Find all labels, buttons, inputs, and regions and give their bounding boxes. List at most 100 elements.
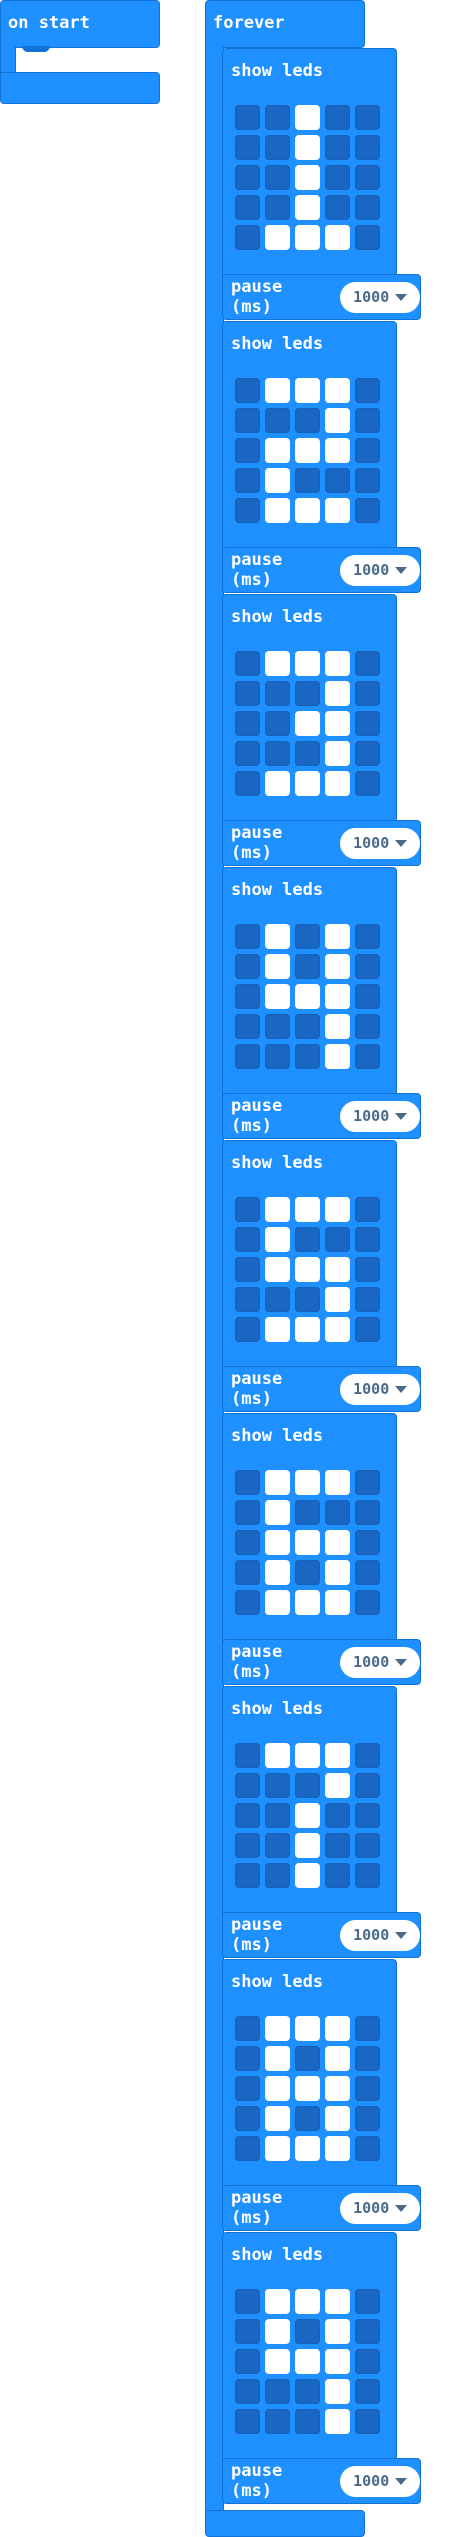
- led-cell[interactable]: [325, 378, 350, 403]
- led-cell[interactable]: [295, 378, 320, 403]
- led-cell[interactable]: [265, 1743, 290, 1768]
- led-cell[interactable]: [325, 741, 350, 766]
- led-cell[interactable]: [235, 1590, 260, 1615]
- led-cell[interactable]: [355, 1317, 380, 1342]
- led-cell[interactable]: [235, 1227, 260, 1252]
- led-cell[interactable]: [235, 1530, 260, 1555]
- show-leds-block[interactable]: show leds: [222, 594, 397, 827]
- led-cell[interactable]: [355, 165, 380, 190]
- led-cell[interactable]: [235, 1287, 260, 1312]
- led-cell[interactable]: [265, 1500, 290, 1525]
- led-cell[interactable]: [235, 1470, 260, 1495]
- led-cell[interactable]: [265, 1044, 290, 1069]
- led-cell[interactable]: [295, 2379, 320, 2404]
- led-cell[interactable]: [325, 165, 350, 190]
- led-cell[interactable]: [295, 2046, 320, 2071]
- led-cell[interactable]: [325, 2409, 350, 2434]
- led-cell[interactable]: [295, 1470, 320, 1495]
- led-cell[interactable]: [265, 1833, 290, 1858]
- led-cell[interactable]: [355, 498, 380, 523]
- led-cell[interactable]: [265, 2379, 290, 2404]
- led-cell[interactable]: [265, 1227, 290, 1252]
- led-cell[interactable]: [265, 135, 290, 160]
- led-cell[interactable]: [355, 741, 380, 766]
- led-cell[interactable]: [235, 651, 260, 676]
- pause-block[interactable]: pause (ms)1000: [222, 820, 421, 866]
- led-cell[interactable]: [295, 225, 320, 250]
- led-cell[interactable]: [325, 1500, 350, 1525]
- led-cell[interactable]: [355, 1197, 380, 1222]
- led-cell[interactable]: [295, 1863, 320, 1888]
- pause-block[interactable]: pause (ms)1000: [222, 1093, 421, 1139]
- show-leds-block[interactable]: show leds: [222, 48, 397, 281]
- led-cell[interactable]: [355, 681, 380, 706]
- show-leds-block[interactable]: show leds: [222, 1140, 397, 1373]
- pause-value-dropdown[interactable]: 1000: [340, 1919, 420, 1951]
- led-cell[interactable]: [295, 1560, 320, 1585]
- led-cell[interactable]: [355, 1044, 380, 1069]
- led-cell[interactable]: [235, 195, 260, 220]
- led-cell[interactable]: [265, 984, 290, 1009]
- pause-block[interactable]: pause (ms)1000: [222, 1366, 421, 1412]
- pause-block[interactable]: pause (ms)1000: [222, 547, 421, 593]
- led-cell[interactable]: [295, 1500, 320, 1525]
- led-cell[interactable]: [265, 2349, 290, 2374]
- led-cell[interactable]: [355, 135, 380, 160]
- led-cell[interactable]: [325, 1743, 350, 1768]
- led-cell[interactable]: [325, 681, 350, 706]
- led-cell[interactable]: [355, 984, 380, 1009]
- led-cell[interactable]: [235, 2409, 260, 2434]
- led-cell[interactable]: [265, 2409, 290, 2434]
- led-cell[interactable]: [325, 984, 350, 1009]
- led-cell[interactable]: [295, 2349, 320, 2374]
- led-cell[interactable]: [295, 195, 320, 220]
- show-leds-block[interactable]: show leds: [222, 1413, 397, 1646]
- led-cell[interactable]: [295, 651, 320, 676]
- led-cell[interactable]: [265, 378, 290, 403]
- led-cell[interactable]: [325, 225, 350, 250]
- led-cell[interactable]: [235, 498, 260, 523]
- led-cell[interactable]: [265, 1773, 290, 1798]
- show-leds-block[interactable]: show leds: [222, 2232, 397, 2465]
- led-cell[interactable]: [295, 1773, 320, 1798]
- led-cell[interactable]: [295, 1197, 320, 1222]
- led-cell[interactable]: [355, 2046, 380, 2071]
- led-cell[interactable]: [265, 1287, 290, 1312]
- led-cell[interactable]: [325, 651, 350, 676]
- led-cell[interactable]: [355, 954, 380, 979]
- led-cell[interactable]: [355, 1803, 380, 1828]
- led-cell[interactable]: [295, 2409, 320, 2434]
- led-cell[interactable]: [325, 2379, 350, 2404]
- led-cell[interactable]: [325, 2136, 350, 2161]
- led-cell[interactable]: [235, 408, 260, 433]
- led-cell[interactable]: [265, 2016, 290, 2041]
- led-cell[interactable]: [235, 2379, 260, 2404]
- led-cell[interactable]: [355, 378, 380, 403]
- led-cell[interactable]: [235, 954, 260, 979]
- led-cell[interactable]: [235, 1803, 260, 1828]
- led-cell[interactable]: [265, 924, 290, 949]
- led-cell[interactable]: [355, 468, 380, 493]
- show-leds-block[interactable]: show leds: [222, 321, 397, 554]
- led-cell[interactable]: [295, 498, 320, 523]
- led-cell[interactable]: [265, 195, 290, 220]
- led-cell[interactable]: [265, 1197, 290, 1222]
- led-cell[interactable]: [325, 1863, 350, 1888]
- show-leds-block[interactable]: show leds: [222, 867, 397, 1100]
- led-cell[interactable]: [295, 438, 320, 463]
- led-cell[interactable]: [325, 1287, 350, 1312]
- led-cell[interactable]: [235, 1833, 260, 1858]
- led-cell[interactable]: [265, 498, 290, 523]
- led-cell[interactable]: [265, 468, 290, 493]
- led-cell[interactable]: [295, 1530, 320, 1555]
- led-cell[interactable]: [325, 2319, 350, 2344]
- led-cell[interactable]: [265, 681, 290, 706]
- led-cell[interactable]: [265, 2106, 290, 2131]
- led-cell[interactable]: [325, 498, 350, 523]
- pause-value-dropdown[interactable]: 1000: [340, 2465, 420, 2497]
- led-cell[interactable]: [265, 2046, 290, 2071]
- led-cell[interactable]: [265, 651, 290, 676]
- led-cell[interactable]: [325, 2046, 350, 2071]
- led-cell[interactable]: [265, 1257, 290, 1282]
- led-cell[interactable]: [295, 165, 320, 190]
